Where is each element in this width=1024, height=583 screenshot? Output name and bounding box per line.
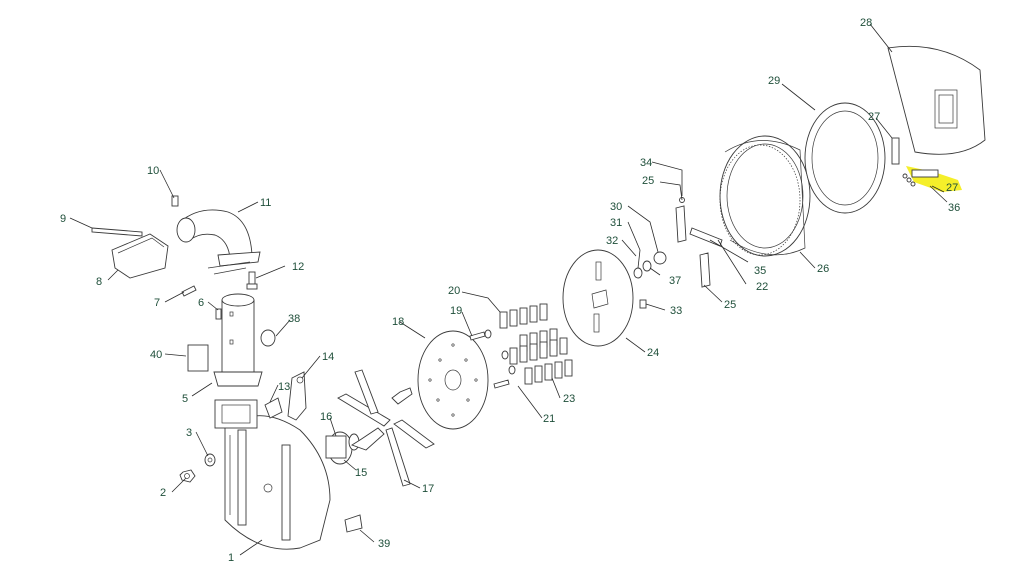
callout-35: 35 — [754, 265, 766, 277]
callout-37: 37 — [669, 275, 681, 287]
callout-17: 17 — [422, 483, 434, 495]
part-7-pin — [181, 285, 197, 297]
part-36-bolts — [902, 173, 916, 187]
part-9-rod — [91, 227, 143, 237]
callout-labels: 1 2 3 5 6 7 8 9 10 11 12 13 14 15 16 17 … — [60, 17, 960, 564]
part-27-strip-lower — [911, 169, 939, 178]
part-28-panel — [887, 45, 986, 155]
part-17-blades — [337, 369, 435, 487]
callout-22: 22 — [756, 281, 768, 293]
part-30-nut — [653, 251, 667, 265]
callout-13: 13 — [278, 381, 290, 393]
part-15-hub — [325, 431, 360, 465]
part-37-washer — [642, 260, 652, 272]
callout-19: 19 — [450, 305, 462, 317]
callout-38: 38 — [288, 313, 300, 325]
part-40-tag — [187, 344, 209, 372]
callout-14: 14 — [322, 351, 334, 363]
callout-15: 15 — [355, 467, 367, 479]
callout-23: 23 — [563, 393, 575, 405]
part-25-straps — [675, 205, 723, 288]
callout-7: 7 — [154, 297, 160, 309]
part-24-plate — [562, 249, 634, 347]
callout-31: 31 — [610, 217, 622, 229]
part-21-bolt — [493, 379, 510, 389]
part-18-disc — [417, 330, 489, 430]
callout-11: 11 — [260, 197, 271, 209]
callout-33: 33 — [670, 305, 682, 317]
part-11-elbow — [176, 209, 261, 275]
part-12-bolt — [246, 271, 258, 290]
callout-5: 5 — [182, 393, 188, 405]
callout-16: 16 — [320, 411, 332, 423]
callout-25-lower: 25 — [724, 299, 736, 311]
part-19-bolt — [469, 331, 486, 341]
callout-12: 12 — [292, 261, 304, 273]
part-6-bolt — [215, 308, 222, 320]
callout-1: 1 — [228, 552, 234, 564]
callout-34: 34 — [640, 157, 652, 169]
callout-25-upper: 25 — [642, 175, 654, 187]
part-3-washer — [204, 453, 216, 467]
leader-lines — [69, 23, 948, 556]
part-5-tube — [213, 293, 263, 387]
callout-24: 24 — [647, 347, 659, 359]
callout-39: 39 — [378, 538, 390, 550]
part-33-bolt — [639, 299, 647, 309]
callout-21: 21 — [543, 413, 555, 425]
callout-40: 40 — [150, 349, 162, 361]
callout-30: 30 — [610, 201, 622, 213]
callout-6: 6 — [198, 297, 204, 309]
callout-32: 32 — [606, 235, 618, 247]
callout-3: 3 — [186, 427, 192, 439]
part-26-ring — [719, 135, 811, 257]
callout-28: 28 — [860, 17, 872, 29]
part-32-nut — [633, 267, 643, 279]
part-10-screw — [171, 195, 179, 207]
callout-20: 20 — [448, 285, 460, 297]
callout-10: 10 — [147, 165, 159, 177]
part-2-nut — [179, 469, 196, 483]
part-39-plate — [344, 514, 363, 533]
callout-8: 8 — [96, 276, 102, 288]
part-8-cover — [111, 233, 169, 279]
callout-27-highlighted: 27 — [946, 182, 958, 194]
callout-27-upper: 27 — [868, 111, 880, 123]
callout-2: 2 — [160, 487, 166, 499]
part-14-arm — [287, 371, 307, 421]
callout-26: 26 — [817, 263, 829, 275]
part-29-gasket — [804, 102, 886, 214]
part-27-strip-upper — [891, 137, 900, 165]
part-13-bracket — [264, 397, 283, 419]
part-1-housing — [214, 399, 331, 550]
callout-29: 29 — [768, 75, 780, 87]
callout-18: 18 — [392, 316, 404, 328]
part-38-oring — [260, 329, 276, 347]
callout-36: 36 — [948, 202, 960, 214]
part-20-23-paddles — [484, 303, 573, 385]
callout-9: 9 — [60, 213, 66, 225]
